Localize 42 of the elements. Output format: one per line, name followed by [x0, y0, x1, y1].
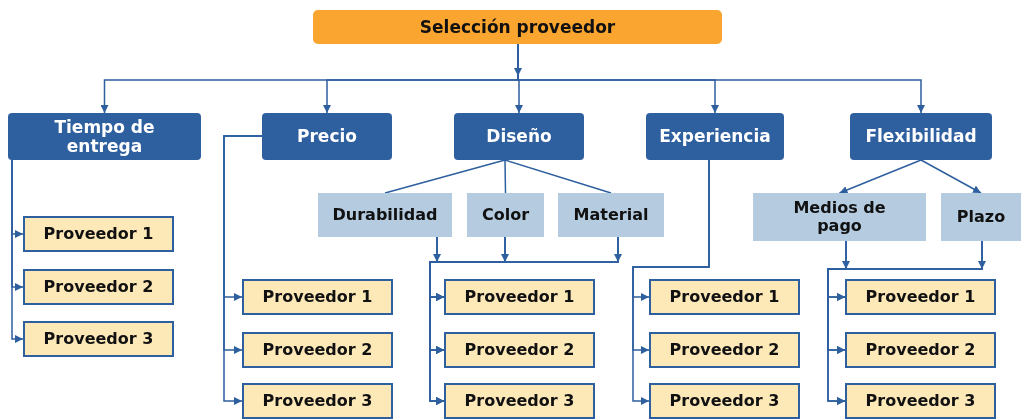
option-box: Proveedor 3 — [23, 321, 174, 357]
option-box: Proveedor 1 — [23, 216, 174, 252]
connector — [429, 236, 619, 405]
connector — [838, 159, 922, 194]
connector — [223, 135, 263, 405]
arrowhead — [514, 68, 522, 76]
category-box: Precio — [262, 113, 392, 160]
option-box: Proveedor 3 — [649, 383, 800, 419]
option-box: Proveedor 2 — [845, 332, 996, 368]
option-box: Proveedor 1 — [444, 279, 595, 315]
subcategory-box: Medios de pago — [753, 193, 926, 241]
root-box: Selección proveedor — [313, 10, 722, 44]
arrowhead — [433, 254, 441, 262]
option-box: Proveedor 2 — [242, 332, 393, 368]
arrowhead — [501, 254, 509, 262]
option-box: Proveedor 2 — [23, 269, 174, 305]
connector — [632, 159, 710, 405]
arrowhead — [978, 261, 986, 269]
category-box: Tiempo de entrega — [8, 113, 201, 160]
subcategory-box: Color — [467, 193, 544, 237]
subcategory-box: Durabilidad — [318, 193, 452, 237]
connector — [11, 159, 24, 343]
category-box: Experiencia — [646, 113, 784, 160]
category-box: Diseño — [454, 113, 584, 160]
option-box: Proveedor 1 — [845, 279, 996, 315]
arrowhead — [614, 254, 622, 262]
option-box: Proveedor 3 — [845, 383, 996, 419]
category-box: Flexibilidad — [850, 113, 992, 160]
connector — [504, 159, 612, 194]
option-box: Proveedor 2 — [649, 332, 800, 368]
option-box: Proveedor 3 — [242, 383, 393, 419]
option-box: Proveedor 1 — [649, 279, 800, 315]
option-box: Proveedor 3 — [444, 383, 595, 419]
option-box: Proveedor 2 — [444, 332, 595, 368]
option-box: Proveedor 1 — [242, 279, 393, 315]
connector — [504, 159, 507, 194]
connector — [384, 159, 506, 194]
subcategory-box: Material — [558, 193, 664, 237]
connector — [827, 240, 983, 405]
subcategory-box: Plazo — [941, 193, 1021, 241]
connector — [920, 159, 982, 194]
arrowhead — [842, 261, 850, 269]
